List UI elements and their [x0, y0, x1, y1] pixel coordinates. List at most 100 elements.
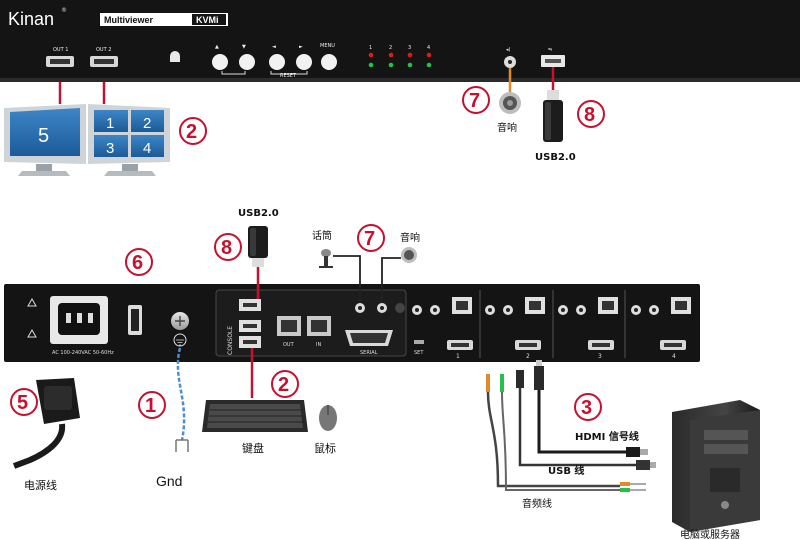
quad-screen-3: 3 — [106, 140, 114, 157]
ir-sensor-icon — [170, 51, 180, 62]
led-label-1: 1 — [369, 45, 372, 51]
monitor-quad: 1 2 3 4 — [88, 104, 170, 176]
callout-1: 1 — [138, 391, 166, 419]
callout-6: 6 — [125, 248, 153, 276]
svg-text:3: 3 — [581, 397, 592, 419]
callout-2-rear: 2 — [271, 370, 299, 398]
rear-panel: AC 100-240VAC 50-60Hz CONSOLE OUT IN — [4, 284, 700, 362]
led-label-2: 2 — [389, 45, 392, 51]
callout-8-rear: 8 — [214, 233, 242, 261]
button-left[interactable] — [269, 54, 285, 70]
button-right-glyph: ► — [299, 44, 303, 50]
monitor-single-number: 5 — [38, 125, 49, 147]
model-prefix: Multiviewer — [104, 15, 154, 25]
serial-label: SERIAL — [360, 350, 378, 356]
usb-stick-top — [543, 90, 563, 142]
speaker-top — [499, 92, 521, 114]
svg-text:1: 1 — [145, 395, 156, 417]
speaker-rear-label: 音响 — [400, 231, 420, 244]
led-label-3: 3 — [408, 45, 411, 51]
set-label: SET — [414, 350, 424, 356]
pc-port-number-1: 1 — [456, 353, 460, 360]
menu-label: MENU — [320, 43, 335, 49]
button-left-glyph: ◄ — [272, 44, 276, 50]
set-button[interactable] — [414, 340, 424, 344]
gnd-label: Gnd — [156, 473, 182, 489]
callout-8-top: 8 — [577, 100, 605, 128]
out1-label: OUT 1 — [53, 47, 68, 53]
speaker-top-label: 音响 — [497, 121, 517, 134]
button-up[interactable] — [212, 54, 228, 70]
hdmi-cable-label: HDMI 信号线 — [575, 430, 639, 443]
svg-text:2: 2 — [186, 121, 197, 143]
pc-port-number-3: 3 — [598, 353, 602, 360]
front-usb-icon: ⇋ — [548, 47, 552, 53]
speaker-rear-icon — [401, 247, 417, 263]
button-menu[interactable] — [321, 54, 337, 70]
usb-rear-label: USB2.0 — [238, 208, 279, 219]
brand-trademark: ® — [61, 7, 67, 14]
ground-wire — [176, 347, 186, 441]
pc-port-number-2: 2 — [526, 353, 530, 360]
cable-bundle — [486, 360, 656, 492]
callout-7-top: 7 — [462, 86, 490, 114]
svg-text:6: 6 — [132, 252, 143, 274]
mic-label: 话筒 — [312, 229, 332, 242]
pc-port-group-3: 3 — [558, 297, 618, 360]
quad-screen-4: 4 — [143, 140, 151, 157]
pc-port-number-4: 4 — [672, 353, 676, 360]
console-label: CONSOLE — [227, 326, 234, 355]
hdmi-out1-port[interactable] — [46, 56, 74, 67]
quad-screen-2: 2 — [143, 115, 151, 132]
button-right[interactable] — [296, 54, 312, 70]
power-spec: AC 100-240VAC 50-60Hz — [52, 350, 114, 356]
keyboard-icon — [202, 400, 308, 432]
audio-cable-label: 音频线 — [522, 497, 552, 510]
svg-text:7: 7 — [364, 228, 375, 250]
callout-5: 5 — [10, 388, 38, 416]
monitor-single: 5 — [4, 104, 86, 176]
microphone-icon — [319, 249, 333, 268]
hdmi-out2-port[interactable] — [90, 56, 118, 67]
button-down-glyph: ▼ — [242, 44, 246, 50]
front-audio-icon: ◂) — [506, 47, 511, 53]
front-panel: Kinan ® Multiviewer KVMi OUT 1 OUT 2 ▲ ▼… — [0, 0, 800, 82]
computer-label: 电脑或服务器 — [680, 528, 740, 540]
out2-label: OUT 2 — [96, 47, 111, 53]
quad-screen-1: 1 — [106, 115, 114, 132]
pc-port-group-4: 4 — [631, 297, 691, 360]
power-cable-label: 电源线 — [24, 478, 57, 492]
callout-7-rear: 7 — [357, 224, 385, 252]
keyboard-label: 键盘 — [242, 441, 264, 455]
usb-stick-rear — [248, 226, 268, 267]
lan-out-label: OUT — [283, 342, 295, 348]
svg-text:7: 7 — [469, 90, 480, 112]
brand-logo: Kinan — [8, 9, 54, 29]
svg-text:2: 2 — [278, 374, 289, 396]
led-label-4: 4 — [427, 45, 430, 51]
usb-top-label: USB2.0 — [535, 152, 576, 163]
speaker-rear-cable — [381, 257, 401, 302]
button-down[interactable] — [239, 54, 255, 70]
svg-text:8: 8 — [584, 104, 595, 126]
led-row-green — [368, 62, 432, 68]
svg-text:5: 5 — [17, 392, 28, 414]
mic-cable — [333, 255, 361, 302]
lan-in-label: IN — [316, 342, 321, 348]
model-badge-bg — [192, 14, 226, 25]
pc-port-group-1: 1 — [412, 297, 473, 360]
reset-label: RESET — [280, 73, 297, 79]
led-row-red — [368, 52, 432, 58]
model-badge: KVMi — [196, 15, 219, 25]
mouse-label: 鼠标 — [314, 441, 336, 455]
pc-port-group-2: 2 — [485, 297, 545, 360]
mouse-icon — [319, 405, 337, 431]
callout-2-monitors: 2 — [179, 117, 207, 145]
power-plug-icon — [12, 378, 80, 469]
callout-3: 3 — [574, 393, 602, 421]
svg-text:8: 8 — [221, 237, 232, 259]
usb-cable-label: USB 线 — [548, 464, 584, 477]
computer-tower-icon — [672, 400, 760, 532]
button-up-glyph: ▲ — [215, 44, 219, 50]
